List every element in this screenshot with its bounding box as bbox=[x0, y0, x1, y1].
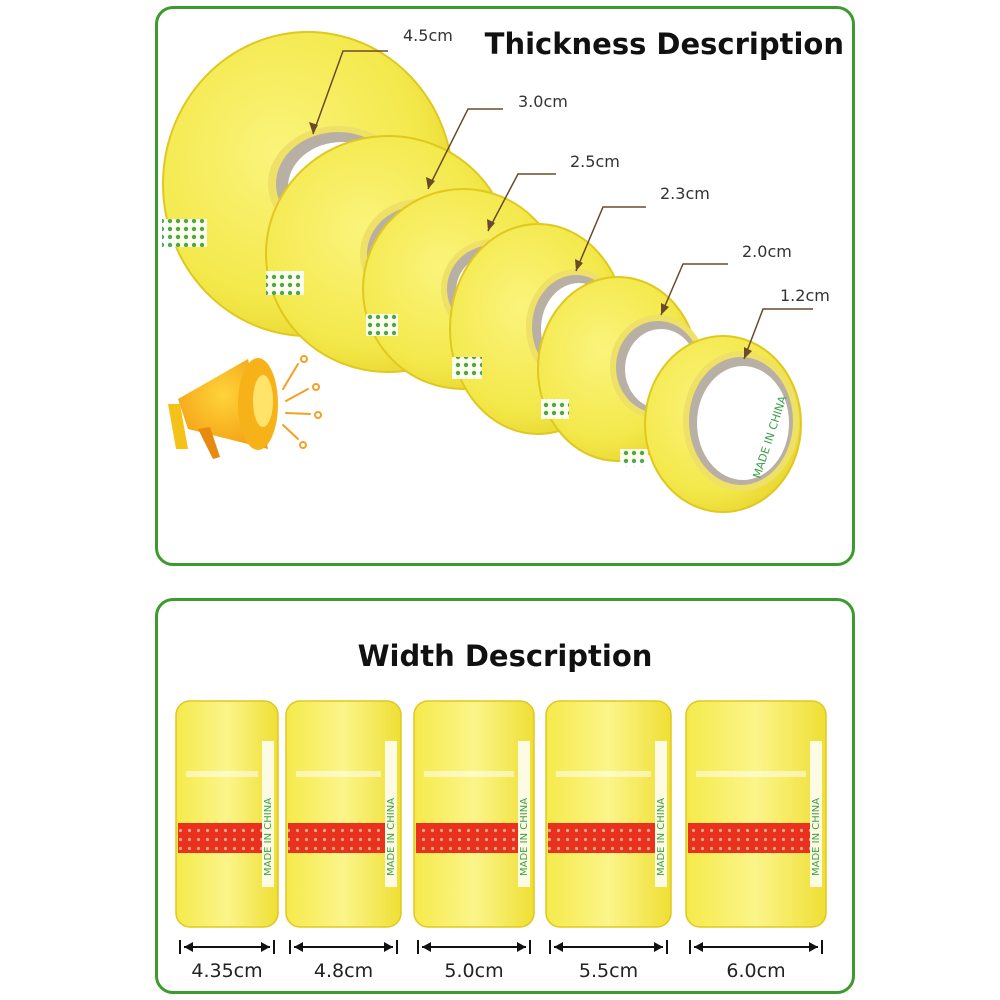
width-dimension-arrow bbox=[689, 940, 823, 954]
width-roll-1: MADE IN CHINA 4.35cm bbox=[175, 700, 279, 982]
leader-4-5cm: 4.5cm bbox=[309, 26, 453, 135]
leader-3-0cm: 3.0cm bbox=[426, 92, 568, 190]
thickness-label-3: 2.5cm bbox=[570, 152, 620, 171]
width-roll-5: MADE IN CHINA 6.0cm bbox=[685, 700, 827, 982]
thickness-label-1: 4.5cm bbox=[403, 26, 453, 45]
width-label-2: 4.8cm bbox=[314, 960, 373, 982]
thickness-illustration: MADE IN CHINA bbox=[162, 26, 830, 513]
thickness-label-2: 3.0cm bbox=[518, 92, 568, 111]
thickness-label-5: 2.0cm bbox=[742, 242, 792, 261]
thickness-label-4: 2.3cm bbox=[660, 184, 710, 203]
width-roll-red-stripe bbox=[416, 823, 518, 853]
width-roll-highlight bbox=[556, 771, 651, 777]
width-dimension-arrow bbox=[289, 940, 398, 954]
width-label-3: 5.0cm bbox=[444, 960, 503, 982]
width-roll-side-text: MADE IN CHINA bbox=[656, 798, 667, 876]
width-dimension-arrow bbox=[549, 940, 668, 954]
width-roll-4: MADE IN CHINA 5.5cm bbox=[545, 700, 672, 982]
width-roll-red-stripe bbox=[548, 823, 655, 853]
width-roll-highlight bbox=[186, 771, 258, 777]
thickness-roll-6: MADE IN CHINA bbox=[644, 335, 802, 513]
width-label-1: 4.35cm bbox=[191, 960, 262, 982]
width-roll-body bbox=[413, 700, 535, 928]
width-roll-2: MADE IN CHINA 4.8cm bbox=[285, 700, 402, 982]
width-roll-highlight bbox=[424, 771, 514, 777]
width-roll-body bbox=[175, 700, 279, 928]
thickness-leaders: 4.5cm 3.0cm 2.5cm 2.3cm 2.0cm bbox=[309, 26, 830, 360]
width-dimension-arrow bbox=[417, 940, 531, 954]
leader-2-5cm: 2.5cm bbox=[487, 152, 620, 232]
width-title: Width Description bbox=[357, 639, 653, 673]
width-roll-red-stripe bbox=[688, 823, 810, 853]
width-label-4: 5.5cm bbox=[579, 960, 638, 982]
leader-1-2cm: 1.2cm bbox=[743, 286, 830, 360]
width-dimension-arrow bbox=[179, 940, 275, 954]
width-roll-core-edge bbox=[518, 741, 530, 887]
width-roll-highlight bbox=[296, 771, 381, 777]
width-roll-body bbox=[285, 700, 402, 928]
width-roll-3: MADE IN CHINA 5.0cm bbox=[413, 700, 535, 982]
width-roll-body bbox=[545, 700, 672, 928]
width-roll-red-stripe bbox=[288, 823, 385, 853]
width-roll-core-edge bbox=[655, 741, 667, 887]
width-roll-core-edge bbox=[385, 741, 397, 887]
leader-2-3cm: 2.3cm bbox=[575, 184, 710, 272]
width-roll-side-text: MADE IN CHINA bbox=[263, 798, 274, 876]
width-roll-body bbox=[685, 700, 827, 928]
width-roll-red-stripe bbox=[178, 823, 262, 853]
width-roll-side-text: MADE IN CHINA bbox=[811, 798, 822, 876]
thickness-label-6: 1.2cm bbox=[780, 286, 830, 305]
width-roll-core-edge bbox=[810, 741, 822, 887]
width-roll-side-text: MADE IN CHINA bbox=[519, 798, 530, 876]
thickness-panel: Thickness Description bbox=[155, 6, 855, 566]
width-roll-side-text: MADE IN CHINA bbox=[386, 798, 397, 876]
thickness-title: Thickness Description bbox=[484, 27, 844, 61]
megaphone-icon bbox=[168, 355, 322, 459]
width-roll-core-edge bbox=[262, 741, 274, 887]
leader-2-0cm: 2.0cm bbox=[660, 242, 792, 316]
width-roll-highlight bbox=[696, 771, 806, 777]
width-label-5: 6.0cm bbox=[726, 960, 785, 982]
